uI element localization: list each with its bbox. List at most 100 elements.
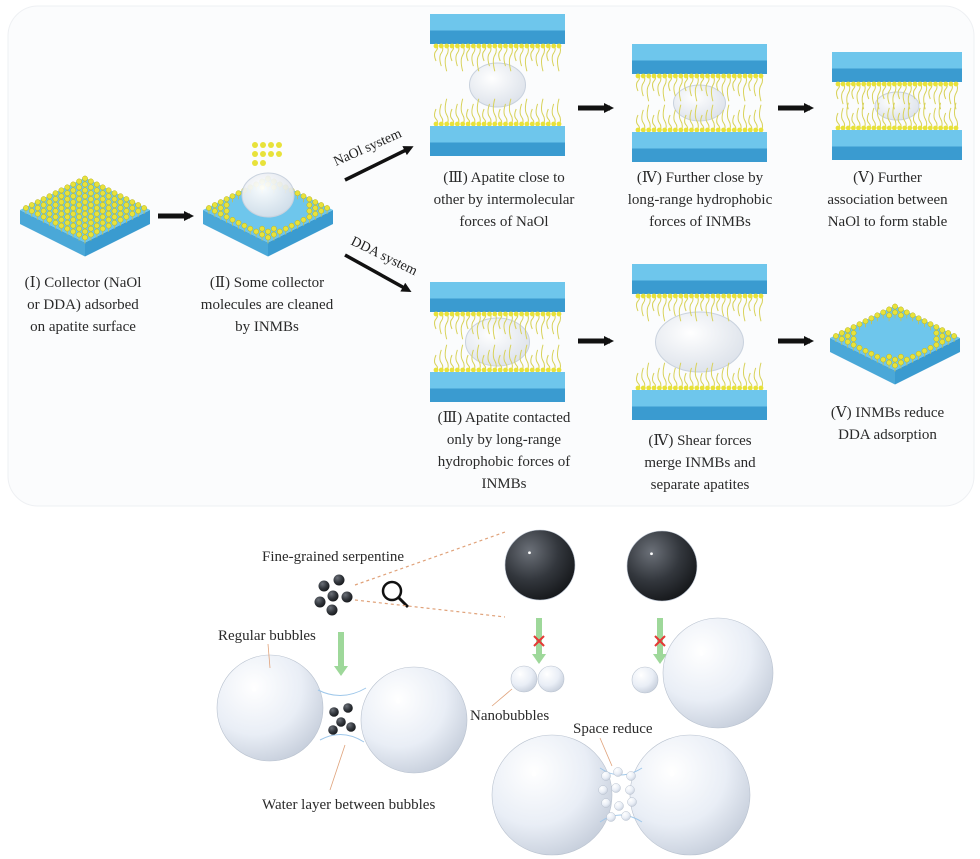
molecule-dot <box>82 234 88 241</box>
collector-head <box>731 293 737 299</box>
collector-head <box>471 311 476 317</box>
collector-head <box>465 121 471 127</box>
regular-bubble-pair-left-highlight <box>531 771 537 777</box>
collector-head <box>503 43 508 49</box>
collector-head <box>866 81 872 87</box>
collector-head <box>861 125 867 131</box>
molecule-dot <box>318 208 325 214</box>
collector-head <box>737 293 742 299</box>
molecule-dot <box>229 216 236 223</box>
molecule-dot <box>933 336 940 342</box>
molecule-dot <box>88 214 94 220</box>
collector-head <box>662 127 668 133</box>
collector-head <box>948 125 954 131</box>
stage2-caption-line: by INMBs <box>235 319 299 335</box>
collector-head <box>753 293 759 299</box>
released-collector <box>260 151 266 157</box>
regular-bubble <box>662 617 774 729</box>
tile-side-left <box>20 210 85 257</box>
collector-head <box>683 127 689 133</box>
molecule-dot <box>117 211 124 217</box>
collector-head <box>492 367 498 373</box>
collector-head <box>689 293 694 299</box>
collector-head <box>460 43 466 49</box>
molecule-dot <box>64 196 71 202</box>
collector-head <box>731 73 737 79</box>
lower-slab <box>632 132 767 162</box>
molecule-dot <box>93 199 100 205</box>
serpentine-particle <box>333 574 345 586</box>
molecule-dot <box>52 202 59 208</box>
collector-head <box>535 121 540 127</box>
collector-head <box>524 43 530 49</box>
collector-head <box>651 385 657 391</box>
dda-stage5-caption-line: (Ⅴ) INMBs reduce <box>830 405 945 421</box>
collector-head <box>487 311 492 317</box>
collector-head <box>476 121 482 127</box>
collector-head <box>449 311 455 317</box>
molecule-dot <box>76 214 82 220</box>
collector-head <box>953 125 959 131</box>
molecule-dot <box>111 196 118 202</box>
molecule-dot <box>844 339 851 345</box>
molecule-dot <box>223 214 230 220</box>
molecule-dot <box>235 219 242 226</box>
slab-front-shade <box>430 298 565 312</box>
collector-head <box>835 125 841 131</box>
molecule-dot <box>99 208 106 214</box>
nanobubble-highlight <box>545 673 549 676</box>
serpentine-particle <box>328 725 338 735</box>
molecule-dot <box>850 330 857 336</box>
molecule-dot <box>58 211 65 217</box>
regular-bubble-right-highlight <box>395 699 401 704</box>
collector-head <box>938 81 943 87</box>
molecule-dot <box>306 196 313 202</box>
molecule-dot <box>306 214 313 220</box>
collector-head <box>705 293 710 299</box>
tile-top <box>830 305 960 371</box>
collector-head <box>667 293 673 299</box>
collector-head <box>646 293 652 299</box>
stage1-caption-line: or DDA) adsorbed <box>27 297 139 313</box>
molecule-dot <box>105 199 112 205</box>
tile-side-right <box>85 210 150 257</box>
leader-line <box>329 744 346 791</box>
green-arrow-down-head <box>653 654 667 664</box>
molecule-dot <box>312 211 319 217</box>
dda-stage3-caption-line: only by long-range <box>446 432 562 448</box>
collector-head <box>651 127 657 133</box>
slab-front-shade <box>632 406 767 420</box>
serpentine-magnified-left-highlight <box>528 551 531 555</box>
molecule-dot <box>945 336 952 342</box>
nanobubble-small <box>627 797 637 807</box>
collector-head <box>710 293 716 299</box>
molecule-dot <box>850 336 857 342</box>
collector-head <box>471 43 476 49</box>
collector-head <box>551 121 557 127</box>
collector-head <box>747 293 753 299</box>
collector-head <box>758 293 764 299</box>
arrow-to-dda-system <box>344 253 412 292</box>
collector-head <box>535 311 540 317</box>
nanobubble-small <box>626 771 636 781</box>
collector-head <box>513 121 519 127</box>
released-collector <box>260 160 266 166</box>
collector-head <box>503 121 508 127</box>
collector-head <box>881 125 887 131</box>
collector-head <box>694 73 700 79</box>
serpentine-particle <box>329 707 339 717</box>
dda-stage5-caption: (Ⅴ) INMBs reduce DDA adsorption <box>800 402 975 446</box>
inmb-bubble <box>673 84 726 122</box>
green-arrow-down-head <box>532 654 546 664</box>
released-collector <box>252 151 258 157</box>
leader-line <box>599 737 613 767</box>
collector-head <box>556 311 562 317</box>
regular-bubble-highlight <box>699 651 704 656</box>
collector-head <box>444 43 450 49</box>
upper-collector-layer <box>835 81 959 110</box>
naol-stage3-assembly <box>469 62 526 108</box>
molecule-dot <box>838 330 845 336</box>
molecule-dot <box>64 208 71 214</box>
regular-bubbles-label: Regular bubbles <box>218 628 316 644</box>
molecule-dot <box>117 193 124 200</box>
